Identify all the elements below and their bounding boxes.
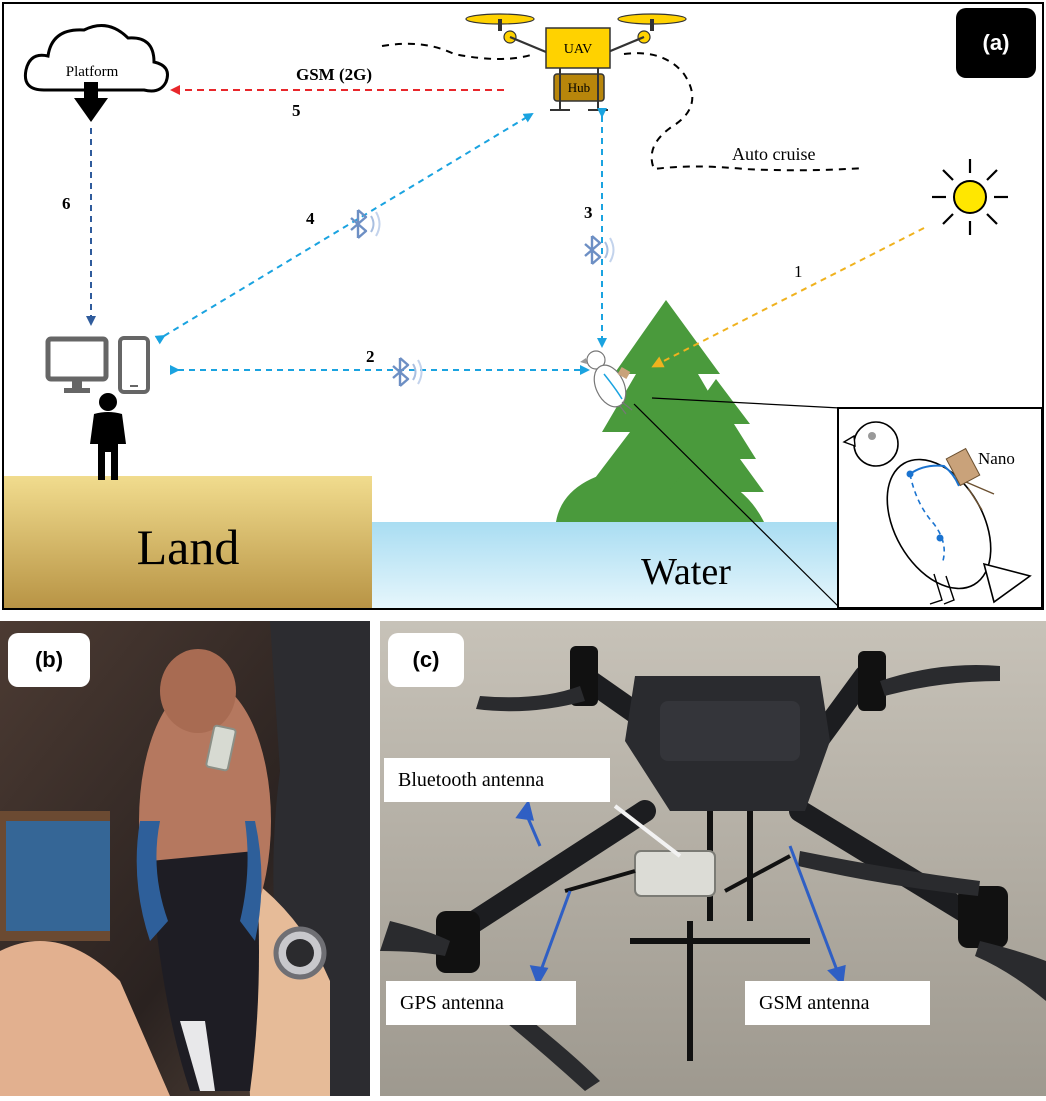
step-label-4: 4 bbox=[306, 209, 315, 228]
gps-antenna-label: GPS antenna bbox=[386, 981, 576, 1025]
download-arrow-icon bbox=[74, 82, 108, 122]
person-icon bbox=[90, 393, 126, 480]
bird-icon bbox=[580, 350, 633, 415]
cloud-icon bbox=[23, 24, 169, 93]
land-label: Land bbox=[137, 519, 240, 575]
step-label-6: 6 bbox=[62, 194, 71, 213]
step-label-5: 5 bbox=[292, 101, 301, 120]
land-area bbox=[4, 476, 372, 608]
system-diagram: Land Water bbox=[4, 13, 1042, 608]
uav-label: UAV bbox=[564, 42, 593, 57]
tree-icon bbox=[556, 300, 764, 522]
bird-tag-photo bbox=[0, 621, 370, 1096]
step-label-3: 3 bbox=[584, 203, 593, 222]
gsm-antenna-label: GSM antenna bbox=[745, 981, 930, 1025]
nano-label: Nano bbox=[978, 449, 1015, 468]
gsm-label: GSM (2G) bbox=[296, 65, 372, 84]
water-area bbox=[372, 522, 842, 608]
phone-icon bbox=[118, 336, 150, 394]
zoom-line bbox=[651, 397, 841, 409]
drone-icon bbox=[465, 13, 687, 111]
water-label: Water bbox=[641, 551, 731, 593]
bird-detail bbox=[842, 421, 1032, 605]
monitor-icon bbox=[45, 336, 109, 393]
panel-c-tag: (c) bbox=[388, 633, 464, 687]
step-label-1: 1 bbox=[794, 262, 803, 281]
panel-a-diagram: Land Water bbox=[2, 2, 1044, 610]
platform-label: Platform bbox=[66, 64, 119, 80]
link-solar bbox=[651, 227, 925, 368]
bluetooth-antenna-label: Bluetooth antenna bbox=[384, 758, 610, 802]
bluetooth-icon bbox=[583, 234, 615, 266]
cruise-path bbox=[381, 42, 865, 172]
panel-c-photo: (c) Bluetooth antenna GPS antenna GSM an… bbox=[380, 621, 1046, 1096]
zoom-line bbox=[633, 403, 841, 608]
link-ground-uav bbox=[154, 112, 534, 345]
auto-cruise-label: Auto cruise bbox=[732, 144, 815, 164]
step-label-2: 2 bbox=[366, 347, 375, 366]
sun-icon bbox=[932, 159, 1008, 235]
panel-b-photo: (b) bbox=[0, 621, 370, 1096]
bluetooth-icon bbox=[391, 356, 423, 388]
hub-label: Hub bbox=[568, 80, 590, 95]
panel-b-tag: (b) bbox=[8, 633, 90, 687]
panel-a-tag: (a) bbox=[956, 8, 1036, 78]
bottom-strip bbox=[0, 1096, 1046, 1101]
